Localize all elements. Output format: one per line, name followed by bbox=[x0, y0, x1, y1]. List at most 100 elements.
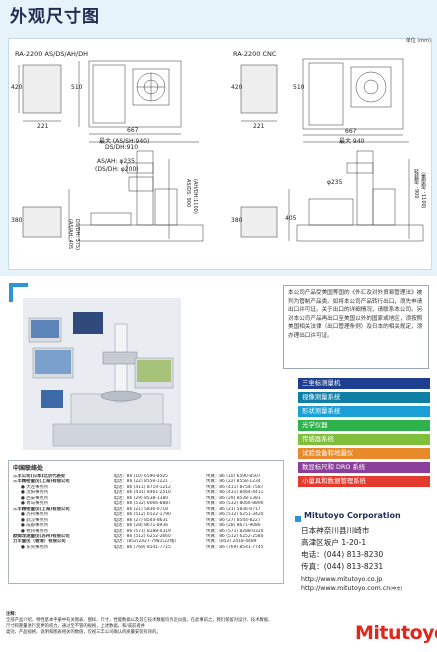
dim-label: 221 bbox=[253, 123, 265, 130]
contact-tel: 电话：86 (10) 6590-8505 bbox=[113, 474, 168, 479]
contact-name: ● 成都事务所 bbox=[21, 523, 49, 529]
category-small-tools[interactable]: 小量具和数据管理系统 bbox=[298, 476, 430, 487]
mitutoyo-logo: Mitutoyo bbox=[355, 622, 437, 644]
dim-label: 420 bbox=[11, 84, 23, 91]
china-contacts: 中国联络处 三丰公司(日本)北京代表处 电话：86 (10) 6590-8505 传… bbox=[8, 460, 284, 584]
notes-line: 全部产品介绍、特性基本手册中有关图表、图样、尺寸、性能数据以及其它技术数据均为近… bbox=[6, 618, 273, 629]
contact-tel: 电话：86 (411) 8719-1212 bbox=[113, 484, 171, 490]
contact-name: 三丰精密量仪(上海)有限公司 bbox=[13, 506, 70, 512]
contact-fax: 传真：86 (29) 8538-1381 bbox=[206, 495, 261, 501]
website-cn-suffix: (中文) bbox=[390, 587, 403, 592]
dim-label: DS/DH: 375) bbox=[74, 219, 80, 251]
dim-label: 667 bbox=[345, 128, 357, 135]
dim-label: （重型型：1100） bbox=[420, 169, 426, 212]
footer-notes: 注释： 全部产品介绍、特性基本手册中有关图表、图样、尺寸、性能数据以及其它技术数… bbox=[6, 612, 276, 636]
contact-tel: 电话：86 (27) 8544-8631 bbox=[113, 517, 169, 523]
category-sensor[interactable]: 传感器系统 bbox=[298, 434, 430, 445]
contacts-title: 中国联络处 bbox=[13, 465, 44, 472]
category-dro[interactable]: 数显标尺和 DRO 系统 bbox=[298, 462, 430, 473]
category-form[interactable]: 形状测量系统 bbox=[298, 406, 430, 417]
contact-name: ● 杭州事务所 bbox=[21, 528, 49, 534]
contact-fax: 传真：86 (512) 6251-3420 bbox=[206, 512, 264, 518]
contact-name: ● 东莞事务所 bbox=[21, 544, 49, 550]
category-optical[interactable]: 光学仪器 bbox=[298, 420, 430, 431]
contact-name: 三丰精密量仪(上海)有限公司 bbox=[13, 479, 70, 485]
corporation-name: Mitutoyo Corporation bbox=[304, 511, 401, 520]
contact-tel: 电话：(852)2427-7981(22线) bbox=[113, 539, 176, 545]
dim-label: 380 bbox=[231, 217, 243, 224]
contact-name: ● 大连事务所 bbox=[21, 484, 49, 490]
dim-label: 405 bbox=[285, 215, 297, 222]
dimension-drawing-svg bbox=[18, 58, 424, 242]
dimension-drawing: RA-2200 AS/DS/AH/DH RA-2200 CNC 420 510 … bbox=[8, 38, 432, 270]
dim-label: 380 bbox=[11, 217, 23, 224]
page-title: 外观尺寸图 bbox=[10, 7, 100, 27]
product-photo-illustration bbox=[23, 298, 181, 450]
contact-fax: 传真：86 (21) 5836-0717 bbox=[206, 506, 261, 512]
contact-tel: 电话：86 (29) 8538-1380 bbox=[113, 495, 169, 501]
contact-tel: 电话：86 (22) 8558-1221 bbox=[113, 479, 168, 485]
corp-accent bbox=[295, 516, 301, 522]
contact-row: 三丰精密量仪(上海)有限公司 电话：86 (21) 5836-0718 传真：86 … bbox=[13, 507, 279, 512]
contact-fax: 传真：86 (532) 8066-8890 bbox=[206, 501, 264, 507]
dim-label: 最大 940 bbox=[339, 138, 365, 145]
contact-fax: 传真：86 (512) 6252-2580 bbox=[206, 533, 264, 539]
contact-row: ● 成都事务所 电话：86 (28) 8671-8936 传真：86 (28) 86… bbox=[13, 523, 279, 528]
contact-tel: 电话：86 (532) 8066-8887 bbox=[113, 501, 171, 507]
product-photo bbox=[23, 298, 181, 450]
contact-fax: 传真：86 (411) 8754-7587 bbox=[206, 484, 264, 490]
unit-label: 单位 (mm) bbox=[405, 38, 431, 44]
dim-label: 轻载型：900 bbox=[413, 169, 419, 199]
dim-label: (AH/DH:1100) bbox=[192, 179, 198, 214]
website-cn-url: http://www.mitutoyo.com.cn bbox=[301, 585, 391, 592]
dim-label: (AS/AH: 405 bbox=[67, 219, 73, 250]
contact-name: ● 沈阳事务所 bbox=[21, 490, 49, 496]
contact-name: ● 青岛事务所 bbox=[21, 501, 49, 507]
contact-row: 力丰量仪（香港）有限公司电话：(852)2427-7981(22线)传真：(85… bbox=[13, 539, 279, 544]
notes-title: 注释： bbox=[6, 612, 19, 617]
dim-label: 510 bbox=[293, 84, 305, 91]
corporation-website-jp[interactable]: http://www.mitutoyo.co.jp bbox=[301, 576, 383, 583]
contact-fax: 传真：86 (28) 8671-9086 bbox=[206, 523, 261, 529]
dim-label: 420 bbox=[231, 84, 243, 91]
left-model-title: RA-2200 AS/DS/AH/DH bbox=[15, 50, 89, 58]
section-accent-left bbox=[9, 283, 28, 302]
dim-label: 510 bbox=[71, 84, 83, 91]
contact-row: 三丰精密量仪(上海)有限公司 电话：86 (22) 8558-1221 传真：86 … bbox=[13, 479, 279, 484]
contact-fax: 传真：86 (769) 8541-7745 bbox=[206, 544, 264, 550]
category-vision[interactable]: 视像测量系统 bbox=[298, 392, 430, 403]
dim-label: φ235 bbox=[327, 179, 343, 186]
contact-row: ● 杭州事务所 电话：86 (571) 8288-0319 传真：86 (571) … bbox=[13, 529, 279, 534]
corporation-address-2: 高津区坂户 1-20-1 bbox=[301, 538, 367, 547]
notes-line: 类别，产品规格、说明和图表相关的数值，仅视三丰公司确认的质量安装有效的。 bbox=[6, 630, 161, 636]
contact-fax: 传真：86 (431) 8464-4411 bbox=[206, 490, 264, 496]
dim-label: AS/AH: φ235 bbox=[97, 158, 135, 165]
contact-name: 三丰公司(日本)北京代表处 bbox=[13, 474, 66, 479]
contact-tel: 电话：86 (431) 8461-2510 bbox=[113, 490, 171, 496]
contact-fax: 传真：86 (22) 8558-1234 bbox=[206, 479, 261, 485]
contact-row: ● 青岛事务所 电话：86 (532) 8066-8887 传真：86 (532) … bbox=[13, 501, 279, 506]
dim-label: AS/DS: 900 bbox=[185, 179, 191, 208]
corporation-address-1: 日本神奈川县川崎市 bbox=[301, 526, 370, 535]
export-notice: 本公司产品受美国等国的《外汇及对外贸易管理法》被列为管制产品类。如将本公司产品转… bbox=[283, 285, 429, 369]
contact-tel: 电话：86 (21) 5836-0718 bbox=[113, 506, 168, 512]
contact-tel: 电话：86 (571) 8288-0319 bbox=[113, 528, 171, 534]
corporation-website-cn[interactable]: http://www.mitutoyo.com.cn(中文) bbox=[301, 585, 402, 592]
contact-name: ● 苏州事务所 bbox=[21, 512, 49, 518]
right-model-title: RA-2200 CNC bbox=[233, 50, 277, 58]
contact-tel: 电话：86 (28) 8671-8936 bbox=[113, 523, 169, 529]
contact-fax: 传真：86 (571) 8288-0320 bbox=[206, 528, 264, 534]
dim-label: 667 bbox=[127, 127, 139, 134]
contact-name: 力丰量仪（香港）有限公司 bbox=[13, 539, 66, 545]
category-cmm[interactable]: 三坐标测量机 bbox=[298, 378, 430, 389]
contact-tel: 电话：86 (512) 6252-2660 bbox=[113, 533, 171, 539]
category-testing[interactable]: 试验设备和地震仪 bbox=[298, 448, 430, 459]
corporation-tel: 电话：(044) 813-8230 bbox=[301, 550, 384, 559]
contact-tel: 电话：86 (512) 6522-1790 bbox=[113, 512, 171, 518]
dim-label: 221 bbox=[37, 123, 49, 130]
